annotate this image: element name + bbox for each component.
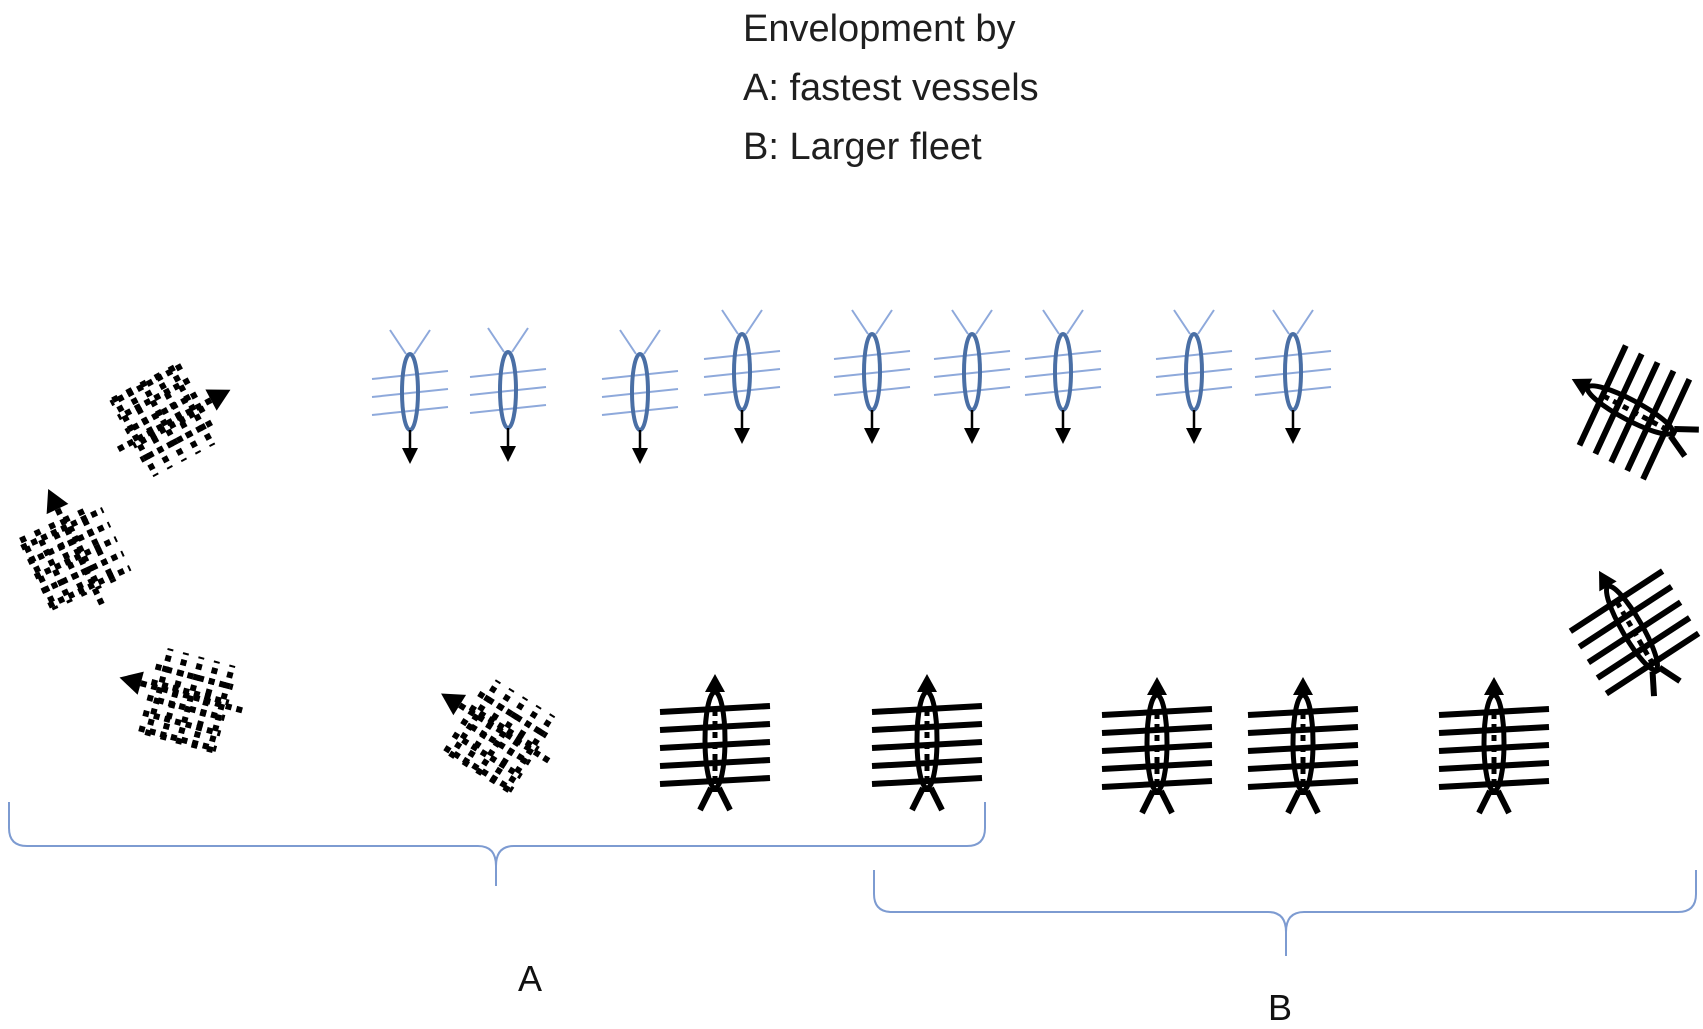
enemy-ship-icon: [600, 328, 680, 466]
enemy-ship-icon: [932, 308, 1012, 446]
bracket-a-label: A: [518, 958, 543, 999]
fast-ship-icon: [91, 346, 250, 487]
main-ship-icon: [1546, 330, 1703, 491]
fast-squadron: [4, 346, 575, 804]
enemy-ship-icon: [1253, 308, 1333, 446]
enemy-ship-icon: [702, 308, 782, 446]
bracket-b-label: B: [1268, 987, 1293, 1028]
fast-ship-icon: [107, 638, 258, 759]
legend-text: Envelopment by A: fastest vessels B: Lar…: [743, 0, 1039, 177]
main-ship-icon: [1102, 677, 1212, 813]
fast-ship-icon: [415, 659, 575, 805]
fast-ship-icon: [4, 472, 141, 630]
bracket-a: [8, 802, 986, 886]
bracket-b: [873, 870, 1697, 956]
main-ship-icon: [1248, 677, 1358, 813]
enemy-ship-icon: [832, 308, 912, 446]
main-ship-icon: [1551, 543, 1703, 716]
enemy-ship-icon: [1154, 308, 1234, 446]
main-fleet-line: [660, 330, 1703, 813]
legend-item-b: B: Larger fleet: [743, 126, 982, 168]
enemy-fleet-line: [370, 308, 1333, 466]
enemy-ship-icon: [468, 326, 548, 464]
main-ship-icon: [660, 674, 770, 810]
enemy-ship-icon: [370, 328, 450, 466]
legend-item-a: A: fastest vessels: [743, 67, 1039, 109]
main-ship-icon: [872, 674, 982, 810]
enemy-ship-icon: [1023, 308, 1103, 446]
main-ship-icon: [1439, 677, 1549, 813]
legend-title: Envelopment by: [743, 8, 1016, 50]
